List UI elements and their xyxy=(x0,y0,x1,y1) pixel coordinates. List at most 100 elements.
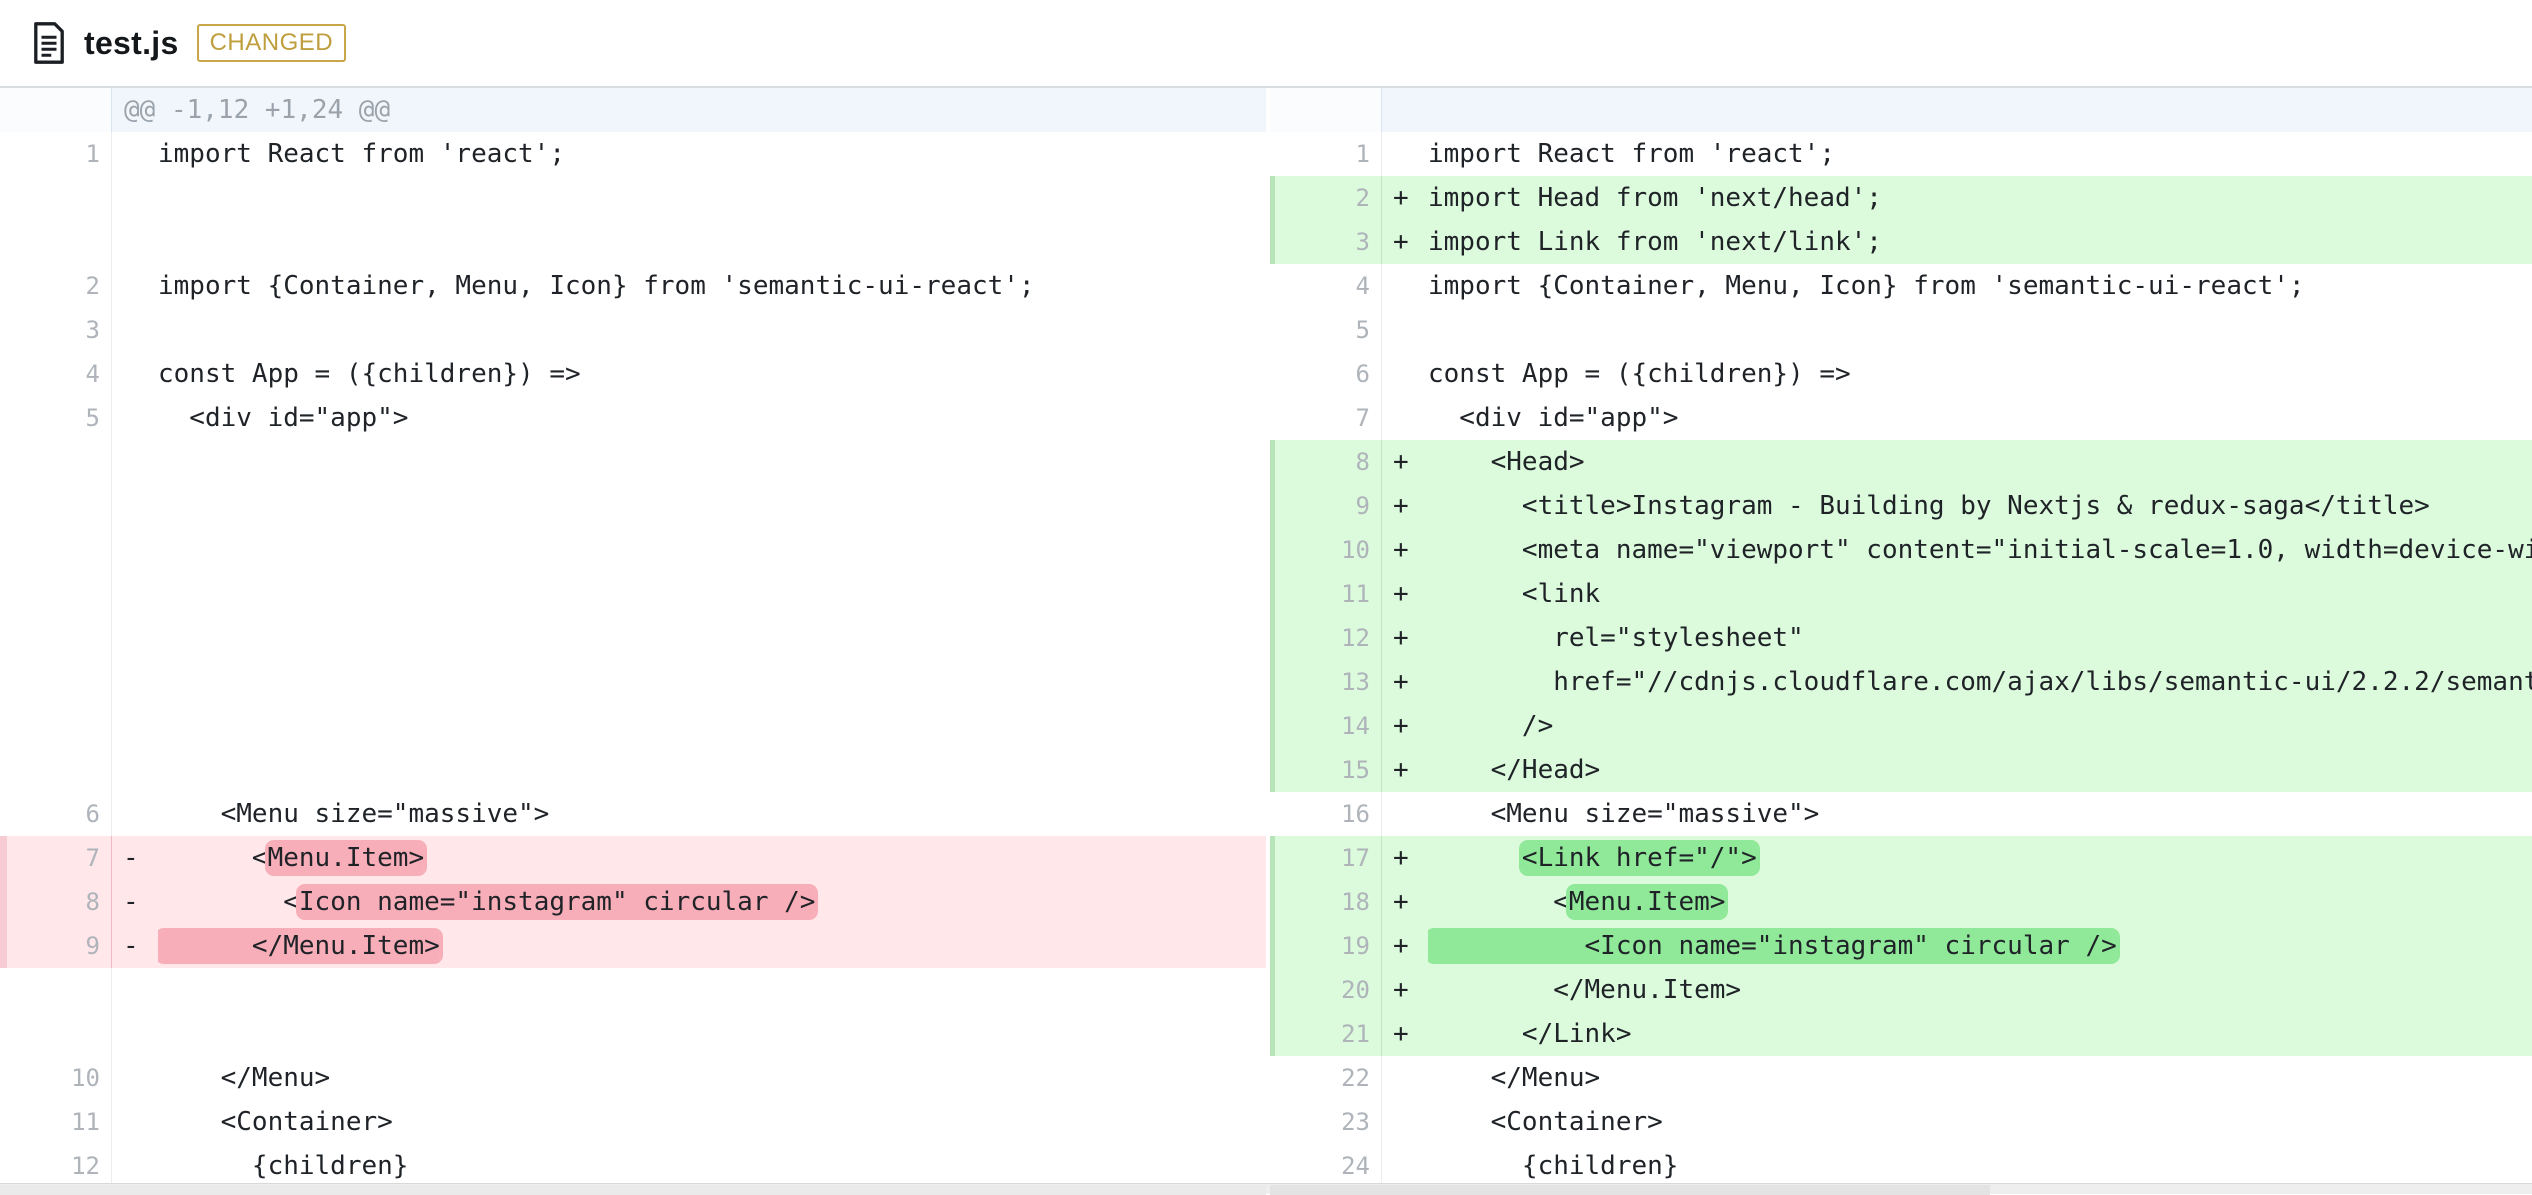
diff-marker xyxy=(112,440,158,484)
line-number: 9 xyxy=(0,924,112,968)
diff-row-old-6: 6 <Menu size="massive"> xyxy=(0,792,1266,836)
line-number: 15 xyxy=(1270,748,1382,792)
code-line: </Menu> xyxy=(158,1063,331,1093)
diff-row-old-spacer xyxy=(0,220,1266,264)
diff-row-new-9: 9+ <title>Instagram - Building by Nextjs… xyxy=(1270,484,2532,528)
code-line xyxy=(1428,308,2532,352)
code-line: /> xyxy=(1428,711,1554,741)
line-number xyxy=(0,440,112,484)
code-line: const App = ({children}) => xyxy=(1428,359,1851,389)
diff-row-new-23: 23 <Container> xyxy=(1270,1100,2532,1144)
code-line: <Icon name="instagram" circular /> xyxy=(158,887,816,917)
scrollbar-thumb-right[interactable] xyxy=(1270,1185,1990,1195)
file-name: test.js xyxy=(84,24,179,61)
diff-row-old-spacer xyxy=(0,616,1266,660)
line-number: 13 xyxy=(1270,660,1382,704)
diff-marker xyxy=(112,176,158,220)
line-number: 1 xyxy=(0,132,112,176)
hunk-header-text: @@ -1,12 +1,24 @@ xyxy=(124,95,391,125)
line-number: 5 xyxy=(1270,308,1382,352)
diff-row-old-5: 5 <div id="app"> xyxy=(0,396,1266,440)
line-number xyxy=(0,704,112,748)
diff-row-new-14: 14+ /> xyxy=(1270,704,2532,748)
code-line: <Container> xyxy=(158,1107,393,1137)
diff-row-old-11: 11 <Container> xyxy=(0,1100,1266,1144)
diff-row-new-6: 6 const App = ({children}) => xyxy=(1270,352,2532,396)
line-number: 4 xyxy=(1270,264,1382,308)
line-number: 5 xyxy=(0,396,112,440)
line-number: 17 xyxy=(1270,836,1382,880)
diff-marker: - xyxy=(123,887,139,917)
hunk-gutter xyxy=(0,88,112,132)
diff-row-new-3: 3+import Link from 'next/link'; xyxy=(1270,220,2532,264)
diff-marker xyxy=(1382,1144,1428,1188)
diff-row-new-20: 20+ </Menu.Item> xyxy=(1270,968,2532,1012)
code-line: <Link href="/"> xyxy=(1428,836,2532,880)
line-number: 6 xyxy=(0,792,112,836)
diff-row-old-9: 9- </Menu.Item> xyxy=(0,924,1266,968)
line-number: 19 xyxy=(1270,924,1382,968)
diff-marker xyxy=(112,308,158,352)
diff-row-new-12: 12+ rel="stylesheet" xyxy=(1270,616,2532,660)
diff-marker xyxy=(112,132,158,176)
diff-row-new-11: 11+ <link xyxy=(1270,572,2532,616)
line-number xyxy=(0,484,112,528)
diff-row-old-spacer xyxy=(0,968,1266,1012)
diff-row-new-24: 24 {children} xyxy=(1270,1144,2532,1188)
hunk-header-spacer xyxy=(1382,88,2532,132)
diff-marker: + xyxy=(1393,667,1409,697)
inline-change-highlight: Menu.Item> xyxy=(267,843,425,873)
diff-marker: + xyxy=(1393,931,1409,961)
line-number: 2 xyxy=(1270,176,1382,220)
line-number xyxy=(0,176,112,220)
code-line: <Icon name="instagram" circular /> xyxy=(1428,924,2532,968)
diff-marker: + xyxy=(1393,227,1409,257)
diff-marker: + xyxy=(1393,843,1409,873)
line-number: 20 xyxy=(1270,968,1382,1012)
diff-row-old-8: 8- <Icon name="instagram" circular /> xyxy=(0,880,1266,924)
inline-change-highlight: </Menu.Item> xyxy=(158,931,440,961)
file-status-badge: CHANGED xyxy=(196,23,347,63)
code-line: </Menu> xyxy=(1428,1063,1601,1093)
code-line xyxy=(158,528,1266,572)
diff-marker xyxy=(112,528,158,572)
code-line: </Menu.Item> xyxy=(158,924,1266,968)
code-line xyxy=(158,616,1266,660)
diff-marker xyxy=(1382,352,1428,396)
line-number: 6 xyxy=(1270,352,1382,396)
code-line xyxy=(158,1012,1266,1056)
line-number xyxy=(0,220,112,264)
code-line: <div id="app"> xyxy=(158,403,409,433)
diff-row-old-spacer xyxy=(0,748,1266,792)
diff-marker: + xyxy=(1393,183,1409,213)
diff-marker xyxy=(112,352,158,396)
diff-row-new-21: 21+ </Link> xyxy=(1270,1012,2532,1056)
diff-row-old-7: 7- <Menu.Item> xyxy=(0,836,1266,880)
line-number: 24 xyxy=(1270,1144,1382,1188)
inline-change-highlight: <Icon name="instagram" circular /> xyxy=(1428,931,2117,961)
line-number: 21 xyxy=(1270,1012,1382,1056)
line-number: 12 xyxy=(0,1144,112,1188)
code-line: href="//cdnjs.cloudflare.com/ajax/libs/s… xyxy=(1553,667,2532,697)
diff-marker: + xyxy=(1393,755,1409,785)
code-line: import {Container, Menu, Icon} from 'sem… xyxy=(158,271,1035,301)
scrollbar-thumb-left[interactable] xyxy=(0,1185,1266,1195)
code-line: {children} xyxy=(1428,1151,1679,1181)
diff-row-new-18: 18+ <Menu.Item> xyxy=(1270,880,2532,924)
diff-marker xyxy=(112,1012,158,1056)
diff-row-old-spacer xyxy=(0,528,1266,572)
line-number: 11 xyxy=(0,1100,112,1144)
line-number: 11 xyxy=(1270,572,1382,616)
line-number xyxy=(0,660,112,704)
diff-marker xyxy=(1382,1100,1428,1144)
horizontal-scrollbar[interactable] xyxy=(0,1183,2532,1195)
code-line: <Menu.Item> xyxy=(158,843,425,873)
